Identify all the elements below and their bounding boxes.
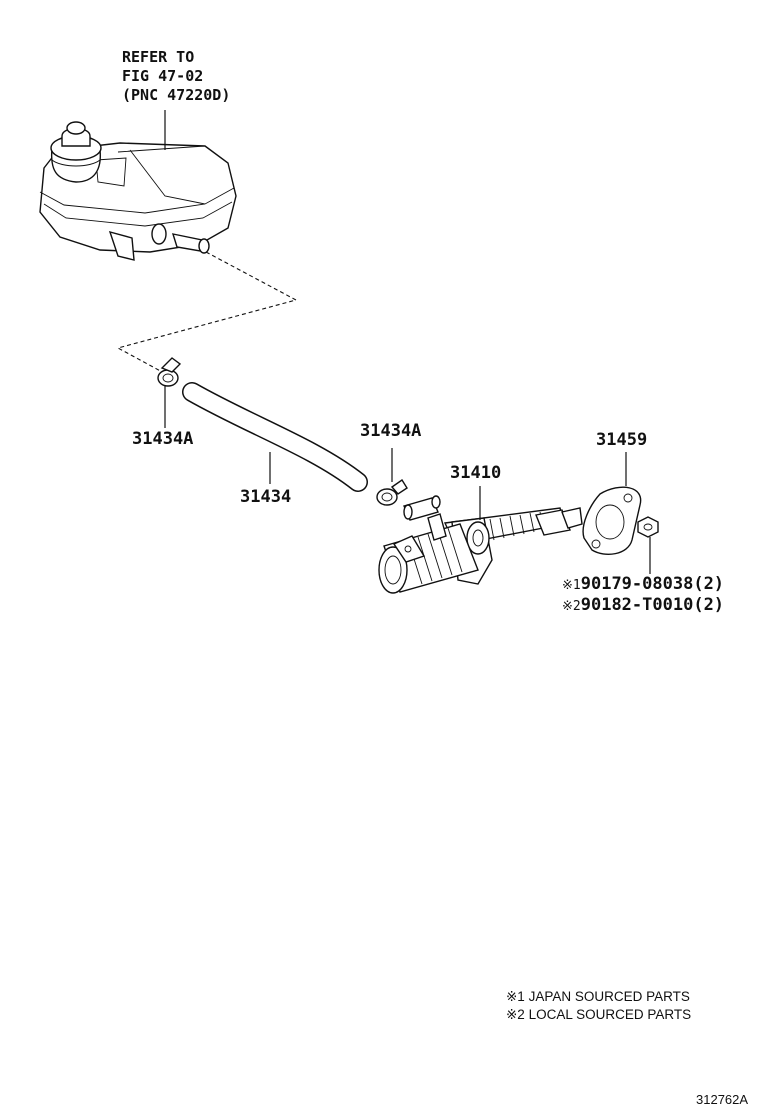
gasket-illustration [582, 486, 642, 556]
callout-clamp-right[interactable]: 31434A [360, 421, 422, 441]
reservoir-tank-illustration [39, 121, 237, 261]
reference-line-2: FIG 47-02 [122, 67, 204, 85]
hose-clamp-left-illustration [157, 357, 182, 387]
nut-illustration [637, 516, 659, 538]
reference-line-3: (PNC 47220D) [122, 86, 231, 104]
dashed-connection-line [116, 251, 298, 375]
legend-mark: ※2 [506, 1007, 525, 1022]
legend-row-1: ※1 JAPAN SOURCED PARTS [506, 990, 690, 1004]
nut-part-mark: ※2 [562, 599, 581, 614]
master-cylinder-illustration [378, 495, 583, 594]
nut-part-mark: ※1 [562, 578, 581, 593]
legend-text: LOCAL SOURCED PARTS [528, 1007, 692, 1022]
nut-part-number: 90182-T0010 [580, 595, 694, 615]
legend-row-2: ※2 LOCAL SOURCED PARTS [506, 1008, 691, 1022]
reservoir-hose-illustration [182, 382, 368, 492]
figure-id: 312762A [696, 1092, 749, 1107]
nut-part-row-2[interactable]: ※290182-T0010(2) [562, 597, 724, 614]
reference-line-1: REFER TO [122, 48, 195, 66]
nut-part-qty: (2) [693, 574, 725, 594]
nut-part-row-1[interactable]: ※190179-08038(2) [562, 576, 724, 593]
hose-clamp-right-illustration [376, 479, 408, 506]
legend-text: JAPAN SOURCED PARTS [528, 989, 690, 1004]
callout-master-cylinder[interactable]: 31410 [450, 463, 502, 483]
callout-hose[interactable]: 31434 [240, 487, 292, 507]
nut-part-qty: (2) [693, 595, 725, 615]
nut-part-number: 90179-08038 [580, 574, 694, 594]
legend-mark: ※1 [506, 989, 525, 1004]
callout-clamp-left[interactable]: 31434A [132, 429, 194, 449]
callout-gasket[interactable]: 31459 [596, 430, 648, 450]
